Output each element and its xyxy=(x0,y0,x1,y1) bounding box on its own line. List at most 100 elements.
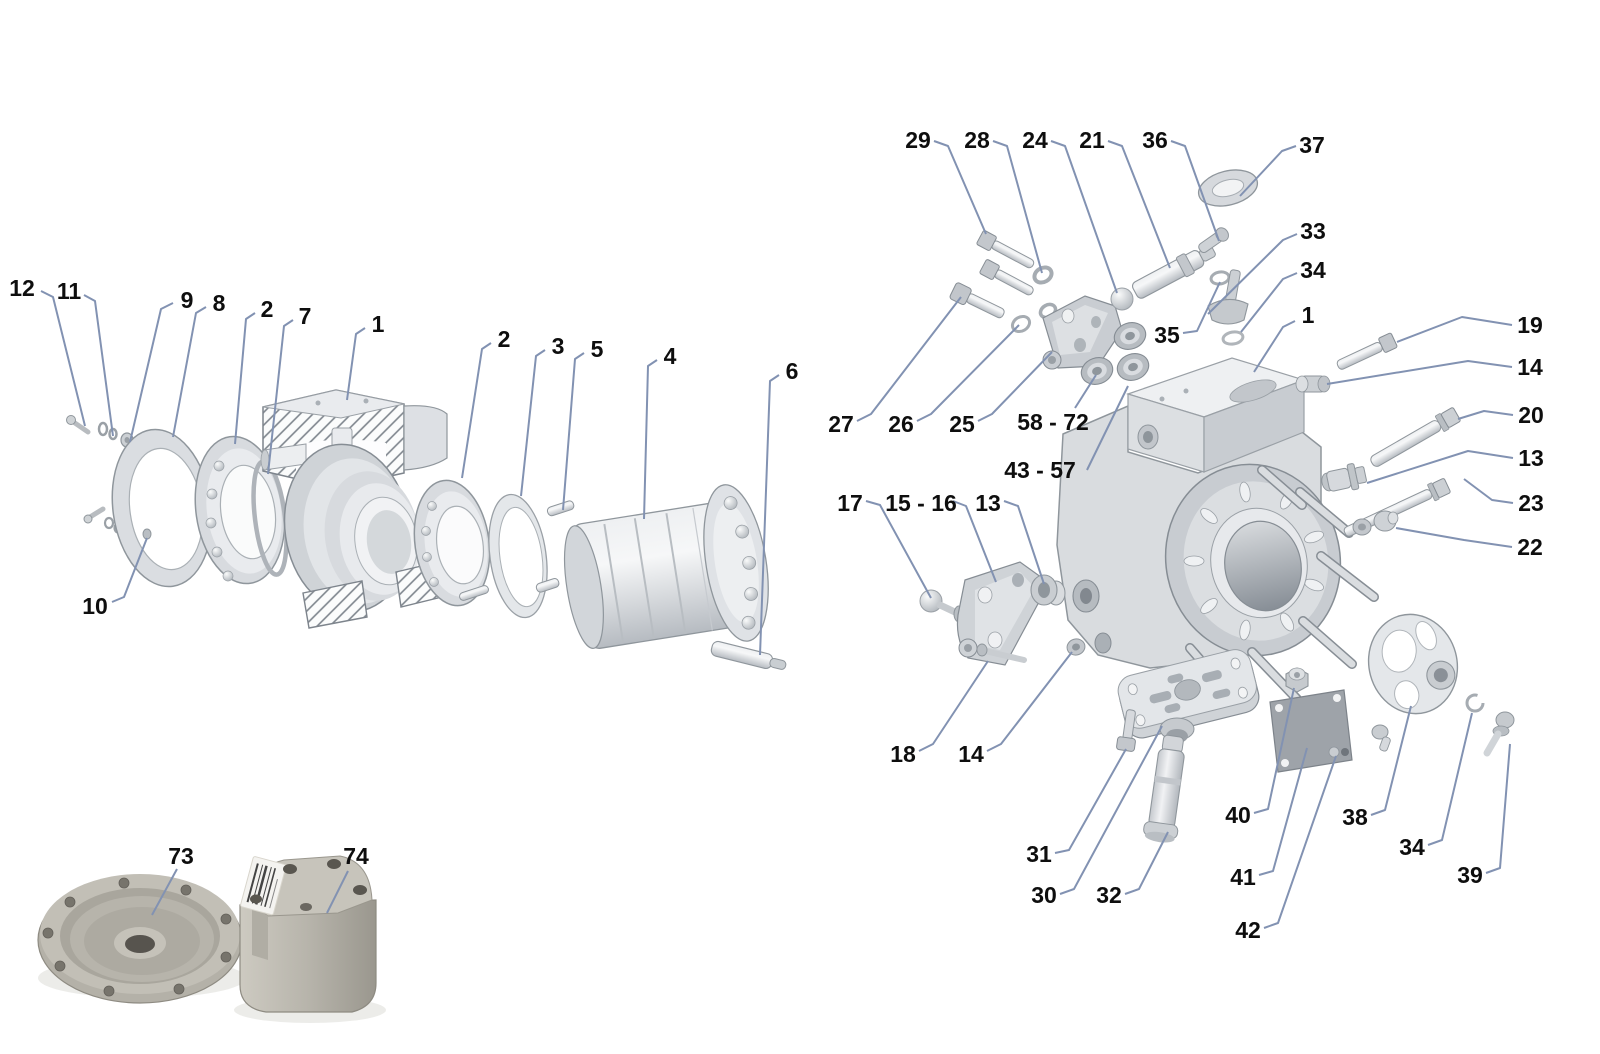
flange-cover-photo-73 xyxy=(37,874,246,1004)
part-number-label: 31 xyxy=(1026,841,1052,867)
part-number-label: 20 xyxy=(1518,402,1544,428)
part-number-label: 21 xyxy=(1079,127,1105,153)
part-number-label: 30 xyxy=(1031,882,1057,908)
callout-14: 14 xyxy=(958,651,1073,767)
part-number-label: 7 xyxy=(299,303,312,329)
part-number-label: 18 xyxy=(890,741,916,767)
callout-73: 73 xyxy=(151,843,194,916)
part-number-label: 1 xyxy=(1302,302,1315,328)
part-number-label: 13 xyxy=(975,490,1001,516)
leader-line xyxy=(1239,145,1297,197)
part-number-label: 9 xyxy=(181,287,194,313)
leader-line xyxy=(1366,450,1514,484)
leader-line xyxy=(1253,687,1295,814)
callout-29: 29 xyxy=(905,127,987,235)
callout-32: 32 xyxy=(1096,831,1169,908)
part-number-label: 4 xyxy=(664,343,677,369)
part-number-label: 40 xyxy=(1225,802,1251,828)
part-number-label: 34 xyxy=(1300,257,1326,283)
leader-line xyxy=(1107,140,1171,269)
leader-line xyxy=(1326,360,1513,385)
leader-line xyxy=(856,296,962,422)
leader-line xyxy=(1457,410,1514,420)
callout-58-72: 58 - 72 xyxy=(1017,374,1097,435)
output-shaft-6 xyxy=(710,640,787,670)
leader-line xyxy=(759,374,780,656)
leader-line xyxy=(151,868,178,916)
bolt-27 xyxy=(949,282,1005,319)
part-number-label: 2 xyxy=(261,296,274,322)
callout-37: 37 xyxy=(1239,132,1325,197)
part-number-label: 1 xyxy=(372,311,385,337)
callout-38: 38 xyxy=(1342,705,1412,830)
leader-line xyxy=(1258,747,1308,876)
leader-line xyxy=(1003,500,1045,585)
rotor-cartridge-4 xyxy=(563,484,769,649)
part-number-label: 19 xyxy=(1517,312,1543,338)
leader-line xyxy=(992,140,1043,274)
part-number-label: 39 xyxy=(1457,862,1483,888)
part-number-label: 24 xyxy=(1022,127,1048,153)
callout-3: 3 xyxy=(520,333,564,497)
part-number-label: 10 xyxy=(82,593,108,619)
bushing-13 xyxy=(1030,574,1066,606)
callout-11: 11 xyxy=(57,278,114,437)
leader-line xyxy=(520,349,546,497)
callout-2: 2 xyxy=(461,326,511,479)
leader-line xyxy=(1485,743,1511,874)
part-number-label: 2 xyxy=(498,326,511,352)
leader-line xyxy=(1263,755,1337,929)
callout-30: 30 xyxy=(1031,725,1163,908)
callout-6: 6 xyxy=(759,358,798,656)
plug-14 xyxy=(1295,375,1331,393)
washer-28 xyxy=(1032,265,1054,285)
leader-line xyxy=(1059,725,1163,895)
leader-line xyxy=(172,306,207,438)
leader-line xyxy=(83,294,114,437)
part-number-label: 23 xyxy=(1518,490,1544,516)
callout-42: 42 xyxy=(1235,755,1337,943)
part-number-label: 14 xyxy=(1517,354,1543,380)
handwheel-38 xyxy=(1367,613,1459,715)
callout-10: 10 xyxy=(82,537,148,619)
callout-15-16: 15 - 16 xyxy=(885,490,997,583)
callout-34: 34 xyxy=(1240,257,1326,333)
leader-line xyxy=(461,342,492,479)
part-number-label: 35 xyxy=(1154,322,1180,348)
leader-line xyxy=(1050,140,1118,294)
shim-ring-3 xyxy=(488,493,548,619)
bearing-2-right xyxy=(413,479,491,607)
callout-21: 21 xyxy=(1079,127,1171,269)
leader-line xyxy=(1124,831,1169,895)
part-number-label: 14 xyxy=(958,741,984,767)
left-exploded-assembly xyxy=(66,389,787,670)
bolt-29 xyxy=(976,230,1035,269)
callout-35: 35 xyxy=(1154,281,1221,348)
leader-line xyxy=(1054,748,1127,854)
ring-34 xyxy=(1221,330,1245,346)
part-number-label: 73 xyxy=(168,843,194,869)
pump-housing-1-cutaway xyxy=(260,389,451,629)
callout-43-57: 43 - 57 xyxy=(1004,385,1129,483)
callout-22: 22 xyxy=(1395,527,1543,560)
callout-20: 20 xyxy=(1457,402,1544,428)
callout-4: 4 xyxy=(643,343,677,520)
leader-line xyxy=(643,359,658,520)
part-number-label: 5 xyxy=(591,336,604,362)
part-number-label: 34 xyxy=(1399,834,1425,860)
callout-36: 36 xyxy=(1142,127,1220,242)
part-number-label: 58 - 72 xyxy=(1017,409,1089,435)
part-number-label: 26 xyxy=(888,411,914,437)
part-number-label: 8 xyxy=(213,290,226,316)
leader-line xyxy=(1074,374,1097,409)
link-bracket-15-16 xyxy=(956,561,1046,666)
bolt-20 xyxy=(1370,407,1461,467)
part-number-label: 15 - 16 xyxy=(885,490,957,516)
callout-31: 31 xyxy=(1026,748,1127,867)
part-number-label: 11 xyxy=(57,278,82,304)
nut-40 xyxy=(1285,667,1309,693)
leader-line xyxy=(1240,272,1298,333)
callout-2: 2 xyxy=(234,296,274,445)
part-number-label: 42 xyxy=(1235,917,1261,943)
